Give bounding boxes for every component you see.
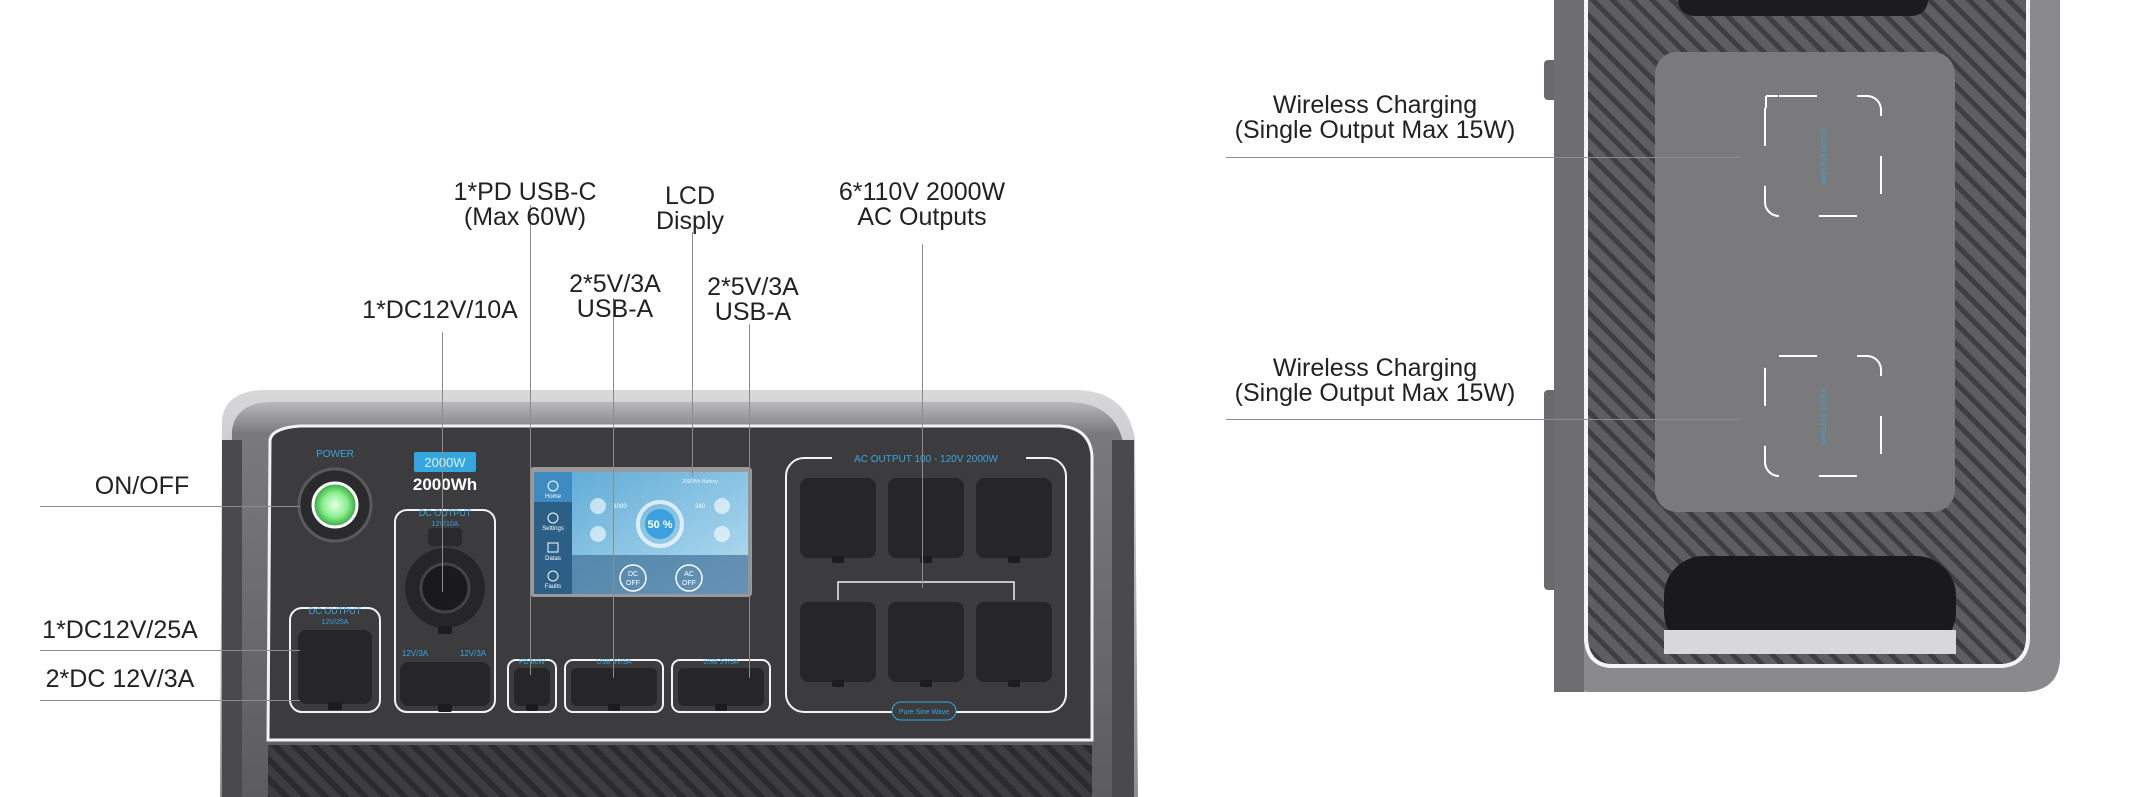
port-12v-a-label: 12V/3A	[402, 649, 429, 658]
capacity-text: 2000Wh	[413, 475, 477, 494]
wireless-pad-bottom: WIRELESS OUTPUT	[1764, 355, 1882, 477]
side-device: WIRELESS OUTPUT WIRELESS OUTPUT	[1544, 0, 2060, 692]
usb-port-2-label: USB 5V/3A	[703, 659, 739, 666]
label-dc-25a: 1*DC12V/25A	[42, 616, 198, 644]
label-dc-3a: 2*DC 12V/3A	[45, 665, 195, 693]
dc-25a-port[interactable]	[298, 630, 372, 704]
label-pd-usbc: 1*PD USB-C(Max 60W)	[453, 178, 597, 231]
usb-port-1-label: USB 5V/3A	[596, 659, 632, 666]
wireless-pad-top-label: WIRELESS OUTPUT	[1822, 127, 1828, 185]
label-on-off: ON/OFF	[94, 472, 190, 500]
usb-a-port-1[interactable]	[571, 668, 657, 706]
ac-outlets[interactable]	[800, 478, 1052, 687]
dc-output-mid-spec: 12V/10A	[432, 521, 459, 528]
label-wireless-bottom: Wireless Charging(Single Output Max 15W)	[1234, 354, 1516, 407]
lcd-menu-home: Home	[545, 494, 562, 500]
wireless-charging-panel	[1655, 52, 1955, 512]
pd-usb-c-port[interactable]	[514, 668, 550, 706]
lcd-dc-button-line2: OFF	[626, 580, 640, 587]
port-12v-b-label: 12V/3A	[460, 649, 487, 658]
lcd-menu-faults: Faults	[545, 584, 561, 590]
dc-3a-ports[interactable]	[400, 662, 490, 706]
lcd-ac-button-line2: OFF	[682, 580, 696, 587]
car-socket[interactable]	[419, 562, 471, 614]
power-label: POWER	[316, 449, 354, 460]
wireless-pad-bottom-label: WIRELESS OUTPUT	[1822, 387, 1828, 445]
ac-output-header: AC OUTPUT 100 - 120V 2000W	[854, 454, 998, 465]
wireless-pad-top: WIRELESS OUTPUT	[1764, 95, 1882, 217]
label-wireless-top: Wireless Charging(Single Output Max 15W)	[1234, 91, 1516, 144]
usb-a-port-2[interactable]	[678, 668, 764, 706]
dc-output-mid-label: DC OUTPUT	[419, 508, 472, 518]
label-dc-10a: 1*DC12V/10A	[362, 296, 518, 324]
pd-port-label: PD 60W	[519, 659, 545, 666]
power-button[interactable]	[311, 481, 359, 529]
lcd-percent: 50 %	[647, 519, 672, 531]
lcd-left-value: 1000	[613, 504, 627, 510]
lcd-ac-button-line1: AC	[684, 571, 694, 578]
power-rating-badge: 2000W	[424, 455, 466, 470]
lcd-menu-datas: Datas	[545, 556, 561, 562]
vent-grille	[268, 745, 1092, 797]
sine-wave-label: Pure Sine Wave	[899, 709, 949, 716]
lcd-top-text: 2000Wh Battery	[682, 479, 718, 485]
dc-output-left-spec: 12V/25A	[322, 619, 349, 626]
front-device: POWER 2000W 2000Wh DC OUTPUT 12V/25A DC …	[220, 390, 1138, 797]
lcd-right-value: 340	[695, 504, 706, 510]
lcd-menu-settings: Settings	[542, 526, 564, 532]
dc-output-left-label: DC OUTPUT	[309, 606, 362, 616]
lcd-dc-button-line1: DC	[628, 571, 638, 578]
